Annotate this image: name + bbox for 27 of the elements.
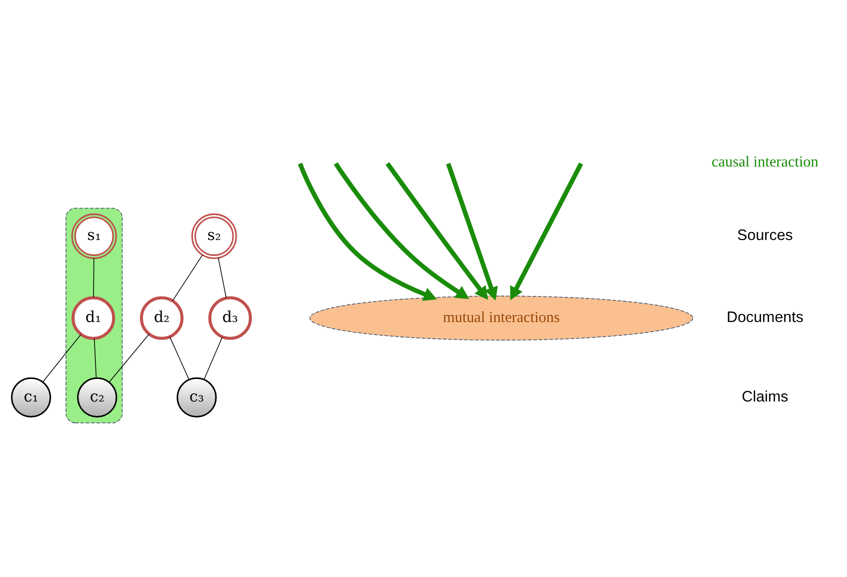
connector	[172, 254, 203, 301]
connector	[169, 336, 190, 380]
label: Documents	[726, 308, 804, 326]
connector	[218, 257, 227, 298]
connector	[42, 334, 82, 382]
arrow	[510, 162, 584, 300]
node-circle: s₁	[71, 212, 117, 259]
cluster	[66, 207, 123, 423]
node-circle: s₂	[191, 212, 237, 259]
node-ellipse: mutual interactions	[310, 295, 694, 340]
node-circle: c₃	[176, 376, 217, 418]
node-circle: d₂	[140, 296, 184, 340]
label: causal interaction	[712, 153, 818, 170]
node-circle: c₁	[10, 376, 52, 418]
arrow	[386, 162, 488, 300]
arrow	[298, 162, 438, 300]
node-circle: d₁	[72, 296, 116, 340]
connector	[93, 257, 94, 298]
connector	[94, 338, 97, 378]
label: Claims	[742, 388, 788, 405]
connector	[204, 336, 223, 380]
arrow	[334, 162, 470, 298]
label: Sources	[737, 226, 793, 244]
node-circle: d₃	[208, 296, 252, 340]
node-circle: c₂	[77, 376, 118, 418]
connector	[108, 333, 150, 382]
arrow	[446, 162, 498, 300]
